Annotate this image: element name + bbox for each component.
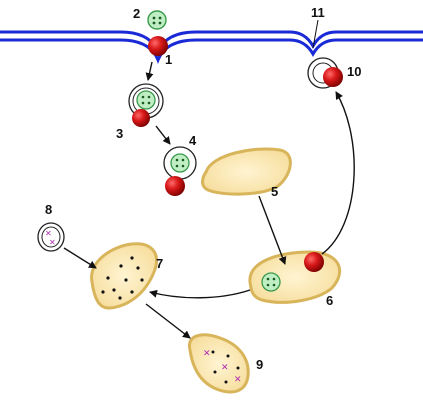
svg-text:✕: ✕	[203, 349, 211, 359]
arrow-7-to-9	[145, 303, 191, 339]
plasma-membrane	[0, 30, 423, 65]
pathway-arrows	[63, 19, 355, 339]
arrow-5-to-6	[258, 195, 287, 265]
hydrolase-vesicle: ✕ ✕	[37, 222, 65, 252]
label-10: 10	[347, 64, 361, 79]
label-6: 6	[326, 293, 333, 308]
recycling-vesicle	[307, 57, 343, 89]
svg-text:✕: ✕	[45, 229, 52, 238]
membrane-receptor	[148, 36, 168, 56]
label-11: 11	[311, 5, 325, 20]
label-5: 5	[271, 184, 278, 199]
label-4: 4	[189, 133, 197, 148]
arrow-8-to-7	[63, 247, 97, 269]
arrow-6-to-10	[321, 91, 355, 255]
free-ligand	[147, 10, 167, 30]
label-11-leader	[312, 19, 319, 49]
arrow-1-to-3	[145, 61, 154, 81]
label-1: 1	[165, 52, 172, 67]
label-9: 9	[256, 357, 263, 372]
svg-text:✕: ✕	[49, 238, 56, 247]
early-endosome	[201, 147, 292, 196]
coated-vesicle	[128, 83, 164, 127]
label-2: 2	[133, 6, 140, 21]
degradation-body: ✕ ✕ ✕	[187, 333, 250, 394]
label-7: 7	[156, 256, 163, 271]
svg-text:✕: ✕	[221, 363, 229, 373]
arrow-6-to-7	[149, 289, 251, 299]
uncoated-vesicle	[163, 146, 197, 196]
lysosome	[90, 242, 158, 310]
label-3: 3	[116, 126, 123, 141]
svg-text:✕: ✕	[234, 375, 242, 385]
arrow-3-to-4	[155, 125, 171, 145]
late-endosome	[248, 250, 342, 304]
label-8: 8	[45, 202, 52, 217]
